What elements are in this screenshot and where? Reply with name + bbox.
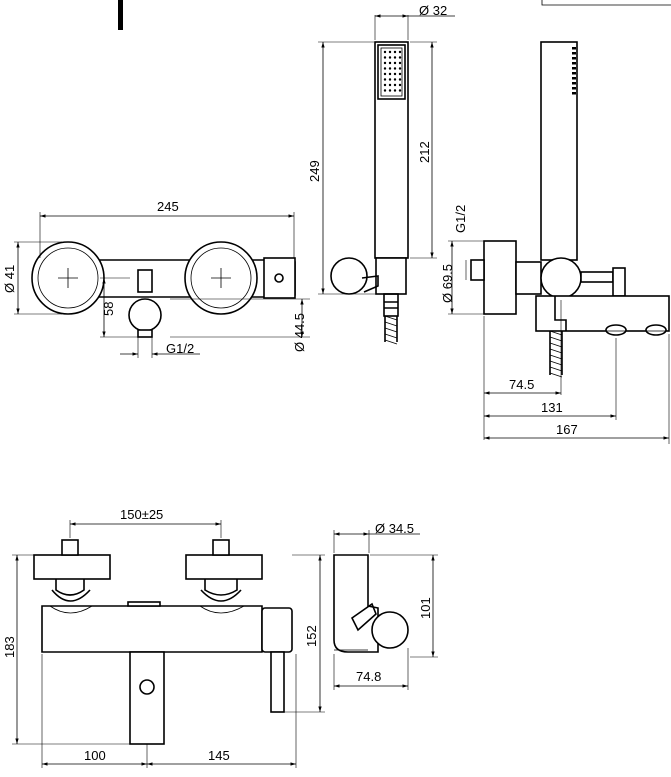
side-view-mixer	[470, 41, 670, 378]
frame-fragment	[541, 0, 671, 6]
dim-front-height-overall: 183	[2, 636, 17, 658]
dim-flange-diameter: Ø 69.5	[440, 264, 455, 303]
bottom-front-view	[33, 539, 293, 745]
dim-centers: 150±25	[120, 507, 163, 522]
edge-bar	[118, 0, 123, 30]
dim-side-thread: G1/2	[453, 205, 468, 233]
dim-right-offset: 145	[208, 748, 230, 763]
dim-projection-3: 167	[556, 422, 578, 437]
dim-hand-shower-diameter: Ø 32	[419, 3, 447, 18]
dim-overall-height: 249	[307, 160, 322, 182]
hose-coil	[384, 315, 398, 345]
front-view-mixer	[31, 241, 296, 338]
side-slots	[572, 47, 576, 95]
holder-side-view	[333, 554, 409, 653]
dim-holder-diameter: Ø 34.5	[375, 521, 414, 536]
dim-projection-2: 131	[541, 400, 563, 415]
dim-hand-shower-length: 212	[417, 141, 432, 163]
dim-outlet-drop: 58	[101, 302, 116, 316]
dim-holder-depth: 74.8	[356, 669, 381, 684]
dim-outlet-diameter: Ø 44.5	[292, 313, 307, 352]
dim-body-width: 245	[157, 199, 179, 214]
dim-projection-1: 74.5	[509, 377, 534, 392]
dim-outlet-thread: G1/2	[166, 341, 194, 356]
nozzle-grid	[383, 50, 402, 92]
dim-front-height-body: 152	[304, 625, 319, 647]
dim-left-offset: 100	[84, 748, 106, 763]
dim-holder-height: 101	[418, 597, 433, 619]
hand-shower	[330, 41, 409, 345]
dim-knob-diameter: Ø 41	[2, 265, 17, 293]
side-hose-coil	[549, 330, 563, 378]
